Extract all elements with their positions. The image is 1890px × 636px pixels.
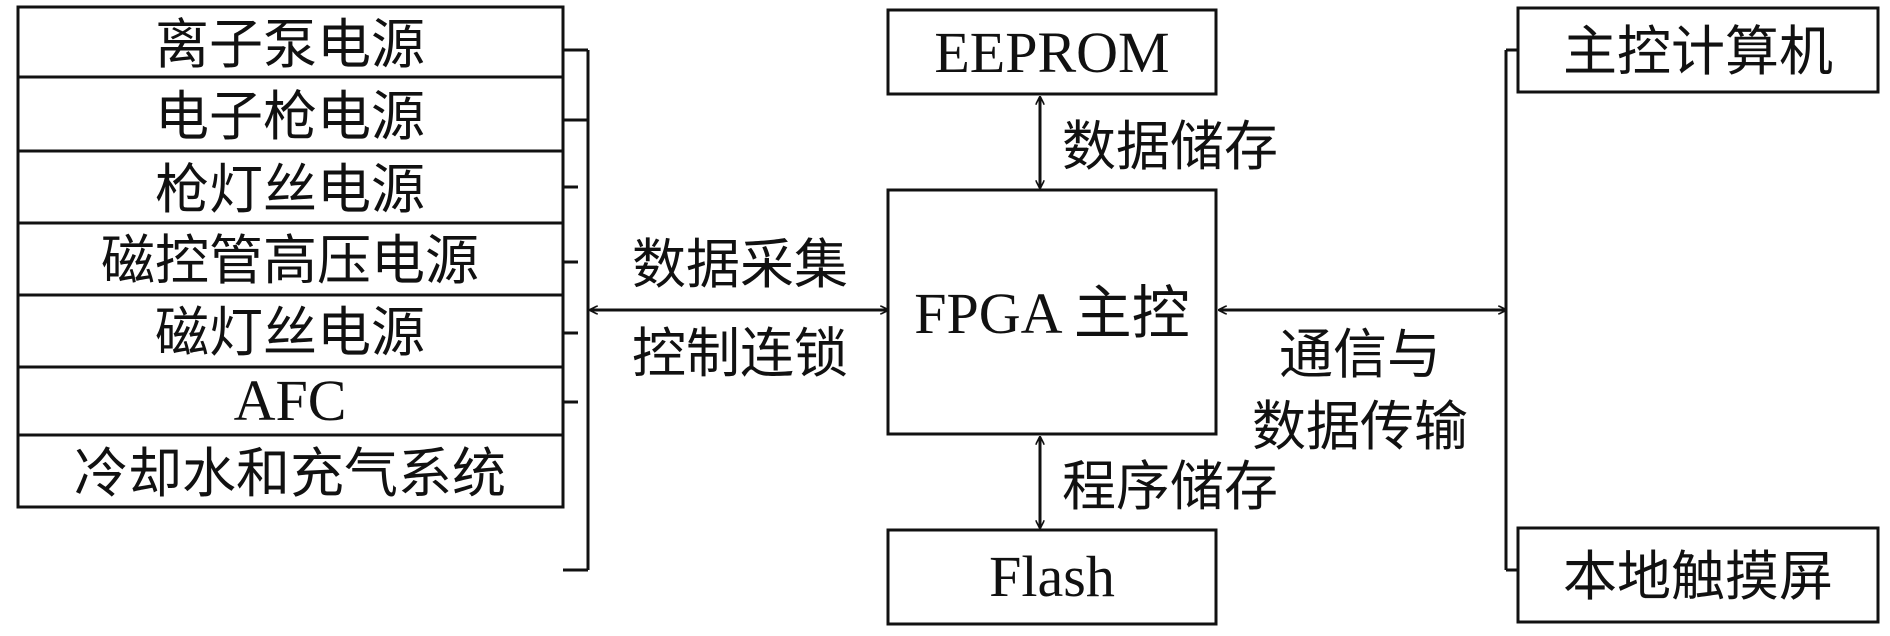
label-gun-filament-power: 枪灯丝电源	[155, 158, 425, 221]
box-host-computer	[1516, 6, 1880, 94]
box-electron-gun-power	[16, 75, 565, 153]
left-bracket	[563, 48, 590, 572]
label-local-touchscreen: 本地触摸屏	[1563, 545, 1833, 608]
box-cooling-gas-system	[16, 433, 565, 509]
label-eeprom: EEPROM	[934, 20, 1169, 85]
label-data-transmission: 数据传输	[1252, 395, 1468, 458]
label-data-acquisition: 数据采集	[632, 233, 848, 296]
label-afc: AFC	[234, 368, 347, 433]
label-electron-gun-power: 电子枪电源	[155, 85, 425, 148]
box-local-touchscreen	[1516, 526, 1880, 624]
label-host-computer: 主控计算机	[1563, 20, 1833, 83]
label-data-storage: 数据储存	[1062, 115, 1278, 178]
box-afc	[16, 365, 565, 437]
box-ion-pump-power	[16, 5, 565, 79]
label-program-storage: 程序储存	[1062, 455, 1278, 518]
box-fpga-main	[886, 188, 1218, 436]
box-eeprom	[886, 8, 1218, 96]
box-flash	[886, 528, 1218, 626]
label-fpga-main: FPGA 主控	[914, 281, 1190, 346]
label-flash: Flash	[989, 544, 1115, 609]
label-communication: 通信与	[1279, 323, 1441, 386]
label-ion-pump-power: 离子泵电源	[155, 13, 425, 76]
left-power-list: 离子泵电源 电子枪电源 枪灯丝电源 磁控管高压电源 磁灯丝电源 AFC 冷却水和…	[16, 5, 565, 509]
box-magnetron-hv-power	[16, 221, 565, 297]
label-magnetron-hv-power: 磁控管高压电源	[101, 229, 479, 292]
label-control-interlock: 控制连锁	[632, 322, 848, 385]
label-cooling-gas-system: 冷却水和充气系统	[74, 442, 506, 505]
right-bracket	[1504, 48, 1518, 572]
label-magnet-filament-power: 磁灯丝电源	[155, 301, 425, 364]
